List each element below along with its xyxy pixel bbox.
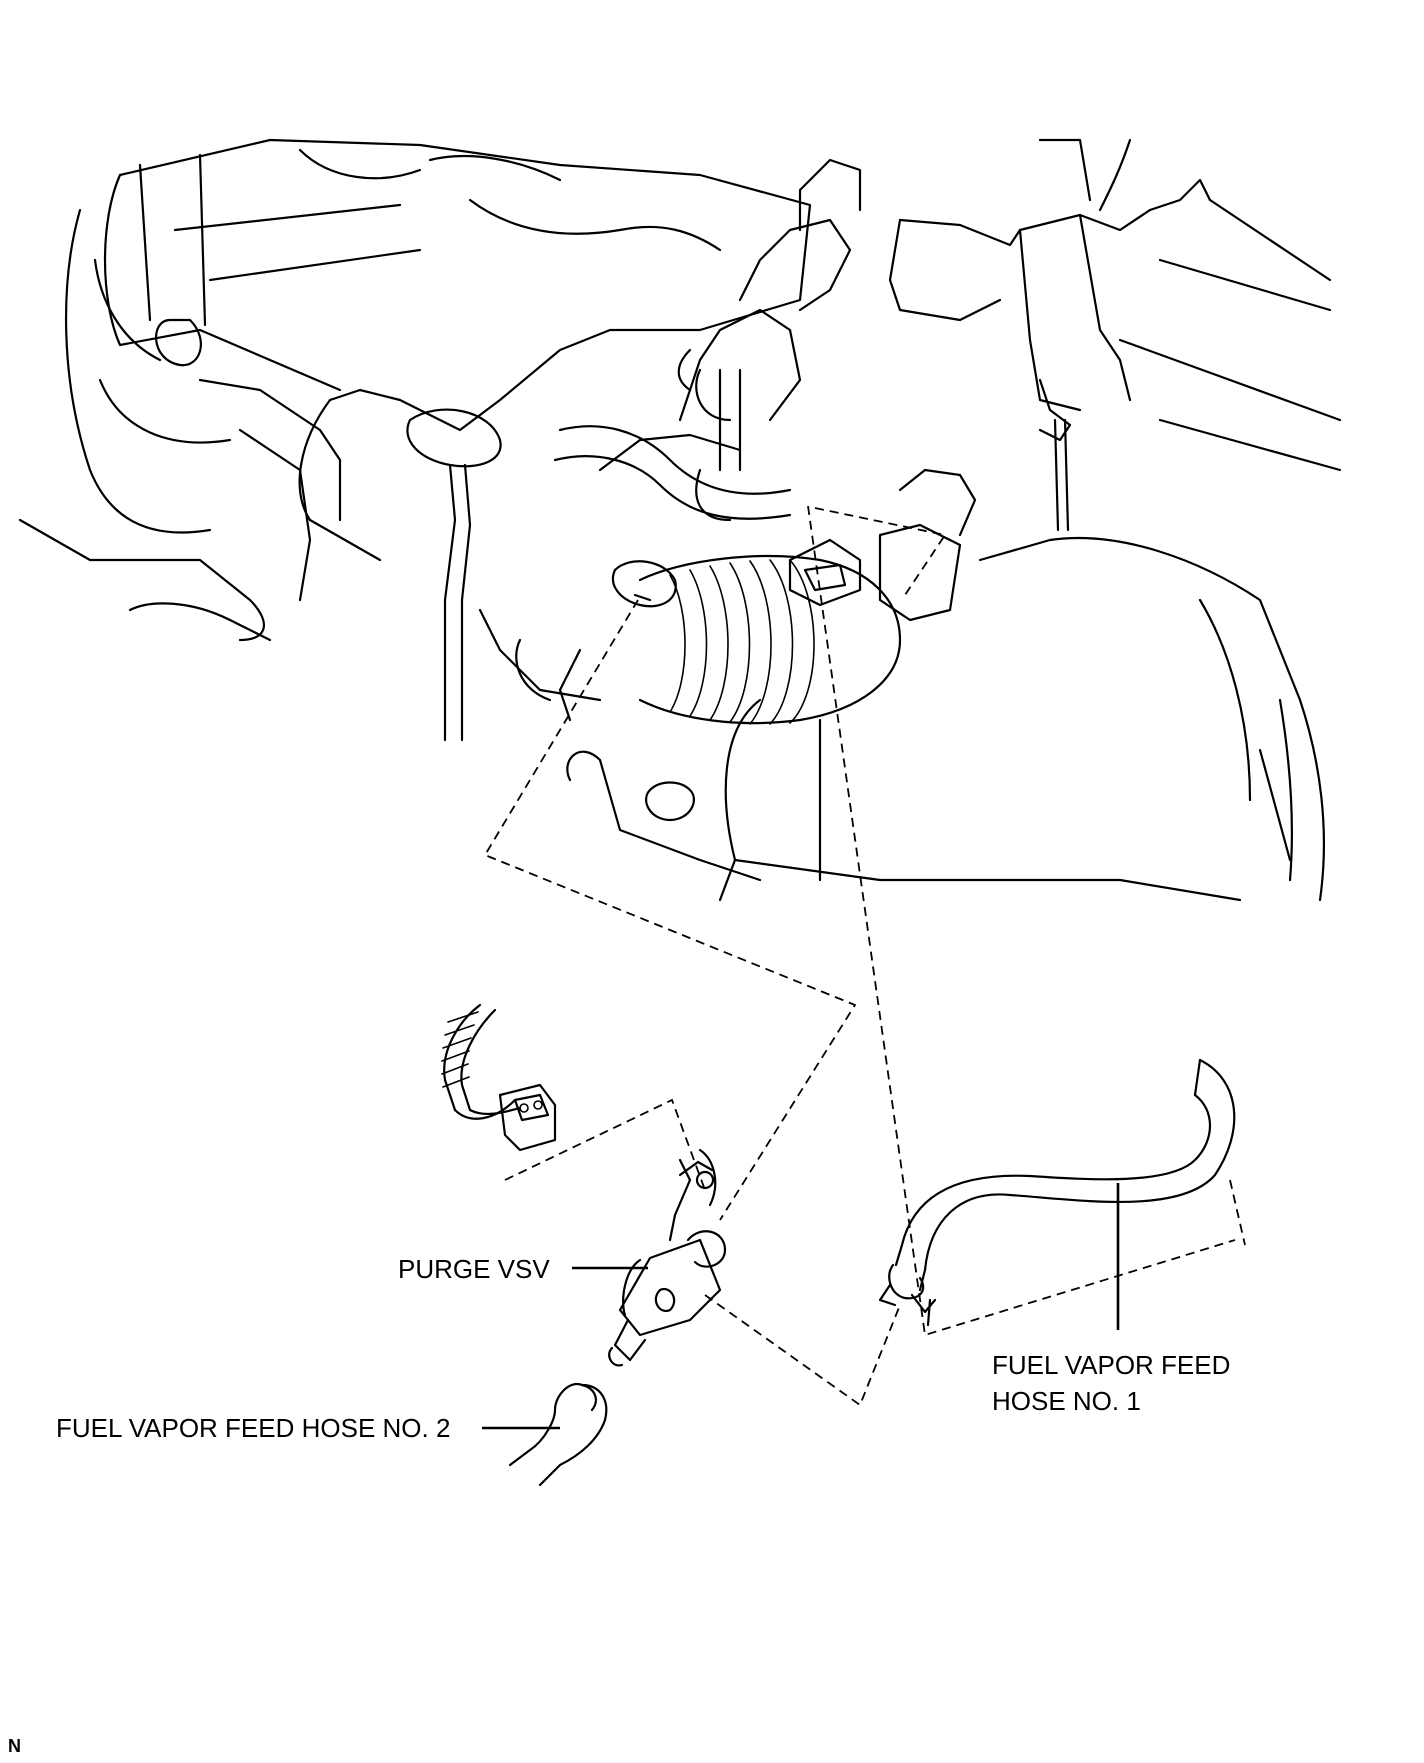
corner-mark: N [8, 1736, 21, 1756]
hose-no2-label: FUEL VAPOR FEED HOSE NO. 2 [56, 1413, 450, 1443]
engine-bay-illustration [18, 138, 1342, 902]
purge-vsv-part [608, 1148, 727, 1367]
label-purge-vsv: PURGE VSV [398, 1254, 648, 1284]
fuel-vapor-feed-hose-no1-part [878, 1058, 1236, 1327]
fuel-vapor-feed-hose-no2-part [508, 1382, 608, 1487]
label-hose-no2: FUEL VAPOR FEED HOSE NO. 2 [56, 1413, 560, 1443]
purge-vsv-label: PURGE VSV [398, 1254, 550, 1284]
dashed-leader-lines [483, 505, 1246, 1407]
hose-no1-label-line2: HOSE NO. 1 [992, 1386, 1141, 1416]
hose-no1-label-line1: FUEL VAPOR FEED [992, 1350, 1230, 1380]
label-hose-no1: FUEL VAPOR FEED HOSE NO. 1 [992, 1183, 1230, 1416]
wire-harness-connector [441, 1003, 557, 1152]
